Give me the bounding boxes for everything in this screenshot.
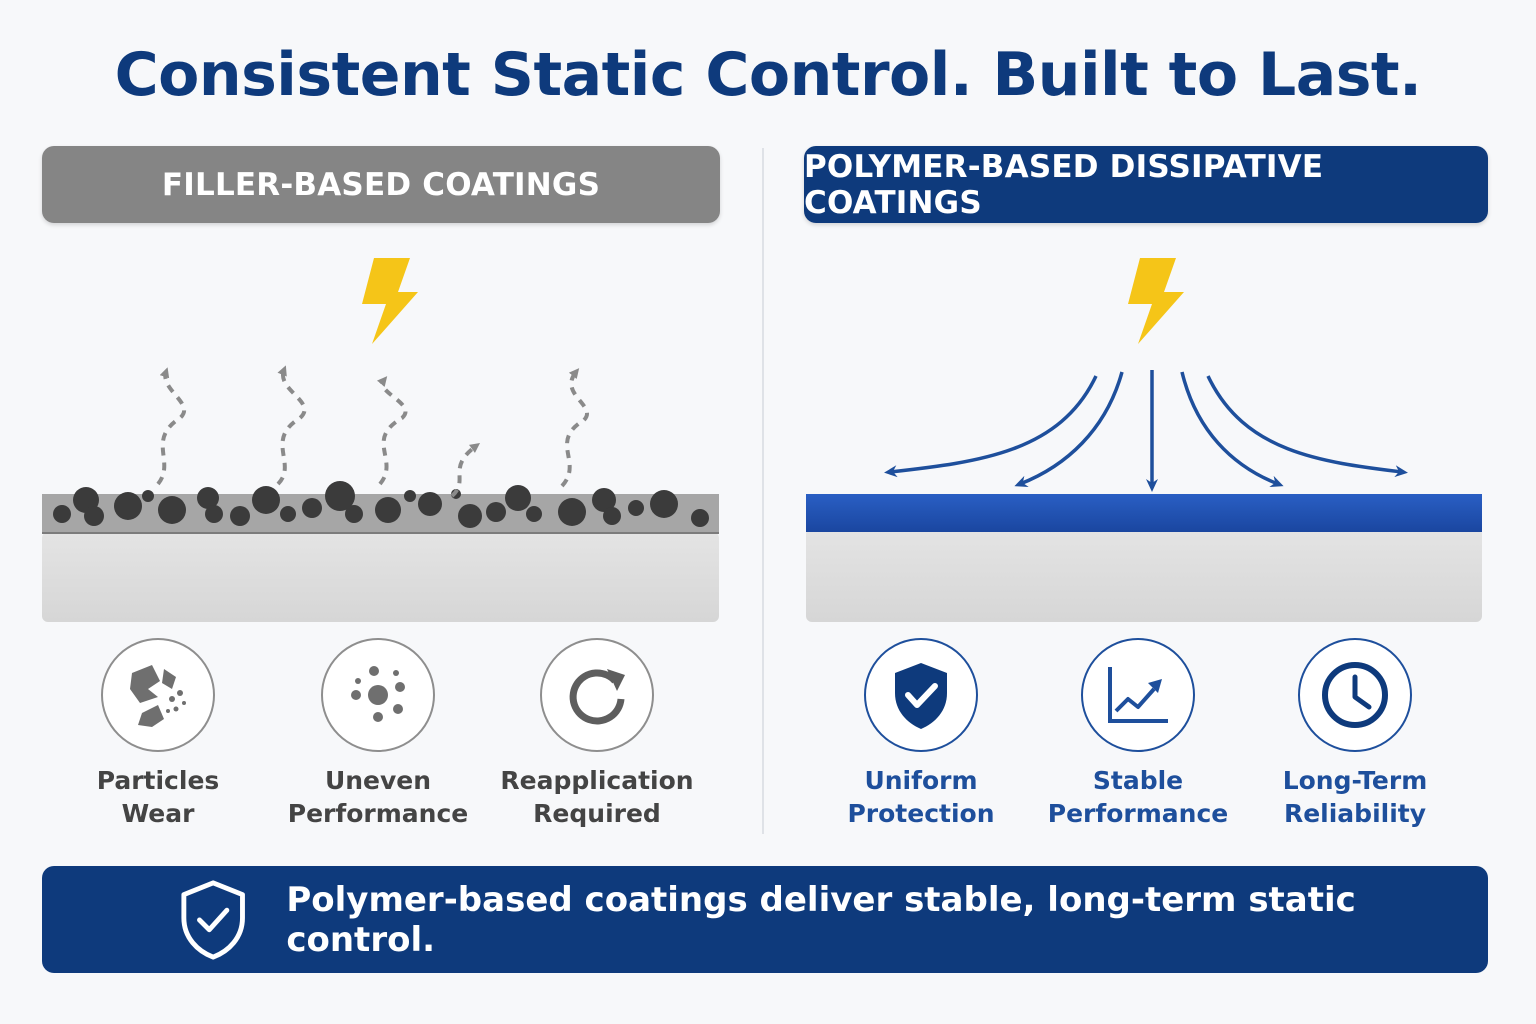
summary-banner: Polymer-based coatings deliver stable, l… xyxy=(42,866,1488,973)
feature-icon-circle xyxy=(864,638,978,752)
feature-icon-circle xyxy=(1081,638,1195,752)
center-divider xyxy=(762,148,764,834)
feature-uneven-performance: Uneven Performance xyxy=(268,638,488,830)
coating-illustrations xyxy=(42,258,1482,622)
escape-arrow-5 xyxy=(560,368,589,488)
feature-icon-circle xyxy=(101,638,215,752)
escape-arrow-3 xyxy=(376,376,408,486)
shield-check-icon xyxy=(181,879,245,960)
feature-label: Stable Performance xyxy=(1047,766,1229,828)
lightning-bolt-icon xyxy=(362,258,418,344)
feature-long-term-reliability: Long-Term Reliability xyxy=(1245,638,1465,830)
broken-particles-icon xyxy=(130,665,186,727)
dissipation-arrow-4 xyxy=(1180,371,1284,488)
banner-text: Polymer-based coatings deliver stable, l… xyxy=(286,879,1356,960)
left-substrate xyxy=(42,532,719,622)
polymer-header: POLYMER-BASED DISSIPATIVE COATINGS xyxy=(804,146,1488,223)
filler-header: FILLER-BASED COATINGS xyxy=(42,146,720,223)
filler-particles xyxy=(53,481,709,528)
clock-icon xyxy=(1322,662,1388,728)
feature-particles-wear: Particles Wear xyxy=(48,638,268,830)
escape-arrow-4 xyxy=(450,443,481,498)
lightning-bolt-icon xyxy=(1128,258,1184,344)
dissipation-arrow-2 xyxy=(1014,371,1124,488)
feature-icon-circle xyxy=(1298,638,1412,752)
feature-label: Reapplication Required xyxy=(500,766,694,828)
feature-label: Uniform Protection xyxy=(847,766,995,828)
page-title: Consistent Static Control. Built to Last… xyxy=(114,40,1422,110)
polymer-layer xyxy=(806,494,1482,532)
feature-label: Long-Term Reliability xyxy=(1282,766,1428,828)
trend-up-chart-icon xyxy=(1108,667,1168,723)
escape-arrow-2 xyxy=(276,365,307,486)
right-substrate xyxy=(806,528,1482,622)
dissipation-arrow-5 xyxy=(1206,375,1408,478)
feature-stable-performance: Stable Performance xyxy=(1028,638,1248,830)
shield-check-icon xyxy=(895,663,947,729)
escape-arrow-1 xyxy=(156,367,186,486)
feature-icon-circle xyxy=(321,638,435,752)
dissipation-arrow-1 xyxy=(884,375,1098,478)
feature-uniform-protection: Uniform Protection xyxy=(811,638,1031,830)
refresh-cycle-icon xyxy=(569,669,625,725)
polymer-illustration xyxy=(806,258,1482,622)
filler-illustration xyxy=(42,258,719,622)
feature-reapplication-required: Reapplication Required xyxy=(487,638,707,830)
feature-icon-circle xyxy=(540,638,654,752)
feature-label: Uneven Performance xyxy=(287,766,469,828)
scattered-dots-icon xyxy=(351,666,405,722)
feature-label: Particles Wear xyxy=(96,766,220,828)
